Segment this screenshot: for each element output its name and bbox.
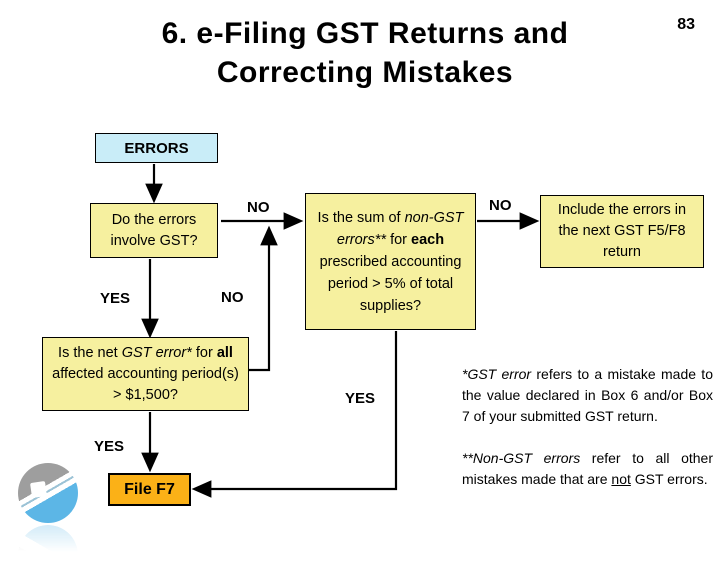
label-yes-q1-to-q3: YES bbox=[100, 290, 131, 307]
errors-box: ERRORS bbox=[95, 133, 218, 163]
logo-circle-icon bbox=[18, 463, 78, 523]
label-no-q1-to-q2: NO bbox=[247, 199, 270, 216]
question-involve-gst-box: Do the errors involve GST? bbox=[90, 203, 218, 258]
logo-reflection bbox=[18, 525, 78, 585]
label-no-q2-to-include: NO bbox=[489, 197, 512, 214]
company-logo bbox=[18, 463, 78, 523]
question-net-gst-error-box: Is the net GST error* for all affected a… bbox=[42, 337, 249, 411]
question-net-gst-error-label: Is the net GST error* for all affected a… bbox=[52, 344, 239, 403]
page-title-line2: Correcting Mistakes bbox=[216, 56, 514, 89]
footnote-non-gst-error: **Non-GST errors refer to all other mist… bbox=[462, 450, 713, 487]
footnotes: *GST error refers to a mistake made to t… bbox=[462, 364, 713, 490]
label-no-q3-to-q2: NO bbox=[221, 289, 244, 306]
question-nongst-errors-label: Is the sum of non-GST errors** for each … bbox=[317, 209, 464, 314]
errors-box-label: ERRORS bbox=[124, 139, 189, 157]
arrow-q2-to-filef7 bbox=[191, 331, 398, 498]
label-yes-q2-to-filef7: YES bbox=[345, 390, 376, 407]
page-title: 6. e-Filing GST Returns and Correcting M… bbox=[40, 14, 690, 92]
page-title-line1: 6. e-Filing GST Returns and bbox=[161, 17, 569, 50]
label-yes-q3-to-filef7: YES bbox=[94, 438, 125, 455]
flow-connectors bbox=[141, 164, 540, 498]
arrow-q3-up-to-q2 bbox=[249, 225, 278, 372]
file-f7-box: File F7 bbox=[108, 473, 191, 506]
page-number: 83 bbox=[677, 16, 695, 33]
file-f7-label: File F7 bbox=[124, 480, 175, 498]
include-errors-label: Include the errors in the next GST F5/F8… bbox=[557, 202, 687, 260]
footnote-gst-error: *GST error refers to a mistake made to t… bbox=[462, 366, 713, 424]
question-nongst-errors-box: Is the sum of non-GST errors** for each … bbox=[305, 193, 476, 330]
logo-square-icon bbox=[30, 481, 47, 498]
include-errors-box: Include the errors in the next GST F5/F8… bbox=[540, 195, 704, 268]
question-involve-gst-label: Do the errors involve GST? bbox=[110, 211, 198, 249]
